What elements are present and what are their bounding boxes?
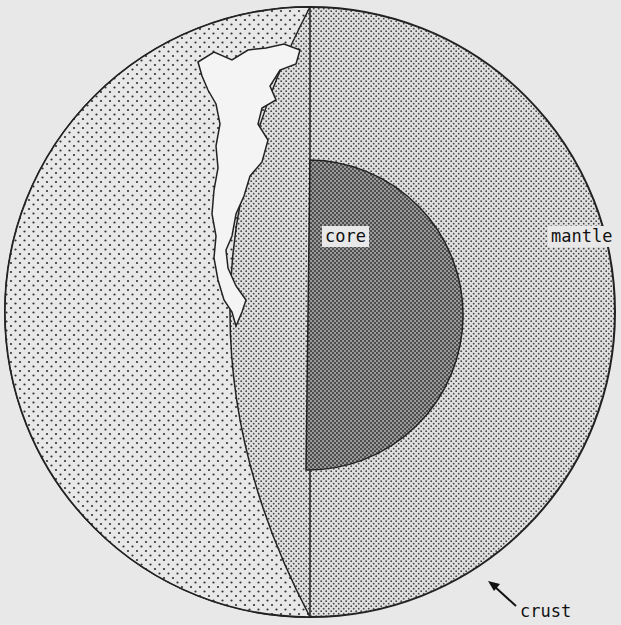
core-label: core bbox=[322, 226, 369, 247]
arrowhead bbox=[488, 581, 500, 591]
leader-line bbox=[494, 586, 516, 606]
crust-label: crust bbox=[520, 602, 571, 621]
surface-face bbox=[5, 7, 310, 617]
mantle-label: mantle bbox=[548, 226, 615, 247]
continent-outline bbox=[198, 44, 300, 326]
core-region bbox=[306, 160, 463, 470]
globe-outline bbox=[5, 7, 615, 617]
